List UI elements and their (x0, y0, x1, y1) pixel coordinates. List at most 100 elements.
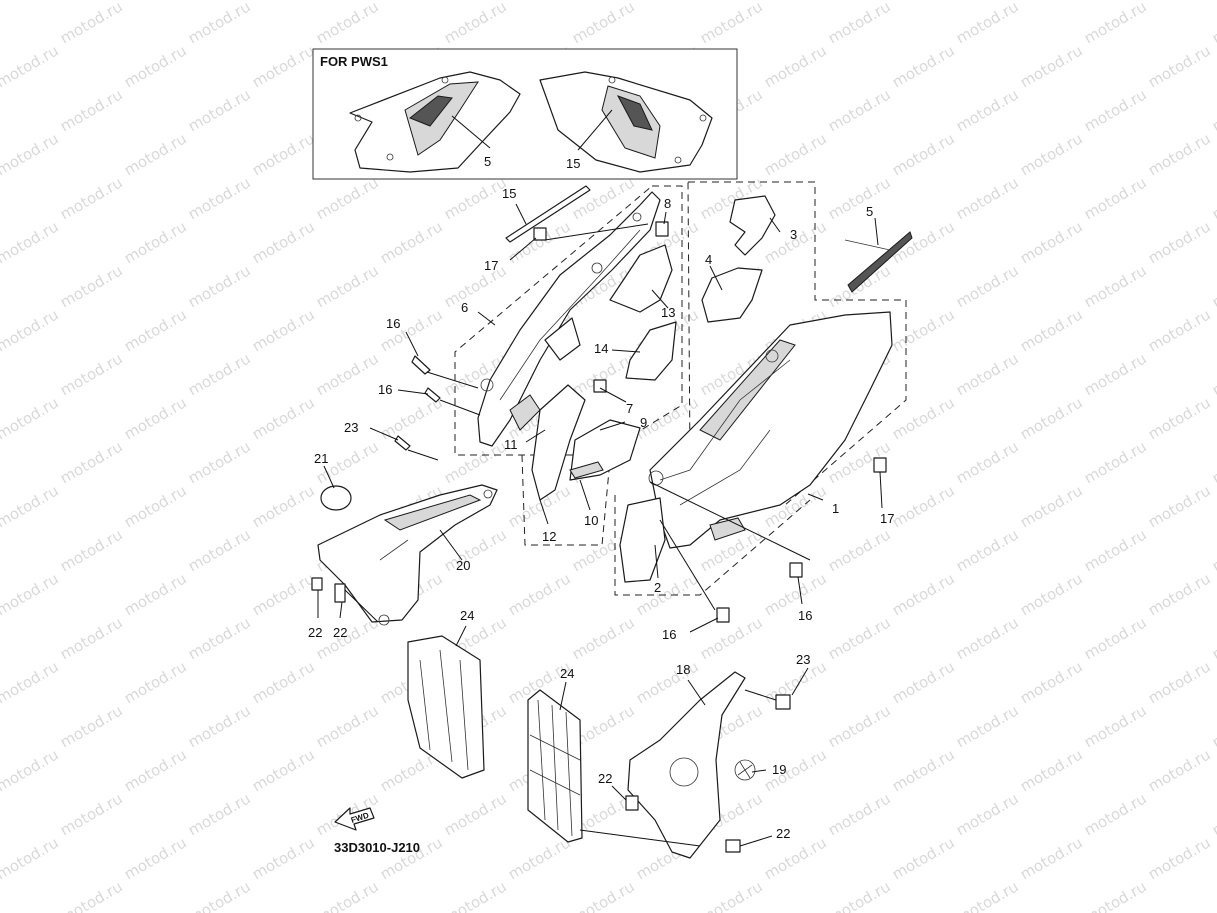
watermark-text: motod.ru (441, 525, 510, 575)
watermark-text: motod.ru (249, 41, 318, 91)
radiator-louver-24a (407, 635, 485, 779)
bolt-7 (593, 379, 607, 393)
callout-15: 15 (502, 186, 516, 201)
callout-24-a: 24 (460, 608, 474, 623)
watermark-text: motod.ru (313, 0, 382, 47)
watermark-text: motod.ru (825, 613, 894, 663)
watermark-text: motod.ru (825, 701, 894, 751)
watermark-text: motod.ru (761, 0, 830, 3)
diagram-code: 33D3010-J210 (334, 840, 420, 855)
bolts (311, 221, 887, 853)
bolt-16-lower (716, 607, 730, 623)
watermark-text: motod.ru (249, 569, 318, 619)
watermark-text: motod.ru (441, 261, 510, 311)
watermark-text: motod.ru (441, 877, 510, 913)
watermark-text: motod.ru (953, 349, 1022, 399)
watermark-text: motod.ru (1081, 789, 1150, 839)
callout-14: 14 (594, 341, 608, 356)
watermark-text: motod.ru (1081, 349, 1150, 399)
watermark-text: motod.ru (1081, 701, 1150, 751)
watermark-text: motod.ru (569, 613, 638, 663)
watermark-text: motod.ru (1017, 393, 1086, 443)
callout-24-b: 24 (560, 666, 574, 681)
callout-11: 11 (504, 437, 518, 452)
watermark-text: motod.ru (57, 349, 126, 399)
watermark-text: motod.ru (121, 481, 190, 531)
watermark-text: motod.ru (57, 0, 126, 47)
watermark-text: motod.ru (1209, 525, 1217, 575)
watermark-text: motod.ru (505, 569, 574, 619)
decal-4 (701, 267, 763, 323)
watermark-text: motod.ru (953, 173, 1022, 223)
inset-decal-right (539, 71, 713, 173)
watermark-text: motod.ru (185, 437, 254, 487)
watermark-text: motod.ru (1209, 261, 1217, 311)
watermark-text: motod.ru (1081, 173, 1150, 223)
bolt-16-mid (424, 387, 481, 416)
bolt-16-right (789, 562, 803, 578)
watermark-text: motod.ru (761, 833, 830, 883)
watermark-text: motod.ru (57, 85, 126, 135)
watermark-text: motod.ru (121, 41, 190, 91)
watermark-text: motod.ru (0, 129, 62, 179)
watermark-text: motod.ru (889, 305, 958, 355)
callout-22-c: 22 (598, 771, 612, 786)
bolt-22-c (625, 795, 639, 811)
watermark-text: motod.ru (249, 481, 318, 531)
watermark-text: motod.ru (825, 0, 894, 47)
watermark-text: motod.ru (313, 877, 382, 913)
front-cover-20 (317, 484, 498, 626)
bolt-22-b (334, 583, 346, 603)
inset-pws1: FOR PWS1 5 15 (312, 48, 738, 180)
watermark-text: motod.ru (1017, 129, 1086, 179)
watermark-text: motod.ru (0, 833, 62, 883)
watermark-text: motod.ru (1145, 393, 1214, 443)
strip-5 (844, 231, 913, 293)
watermark-text: motod.ru (1209, 701, 1217, 751)
watermark-text: motod.ru (761, 129, 830, 179)
watermark-text: motod.ru (249, 745, 318, 795)
watermark-text: motod.ru (57, 701, 126, 751)
decal-14 (625, 321, 677, 381)
watermark-text: motod.ru (57, 261, 126, 311)
inset-decal-left (349, 71, 521, 173)
watermark-text: motod.ru (697, 0, 766, 47)
watermark-text: motod.ru (121, 305, 190, 355)
callout-12: 12 (542, 529, 556, 544)
watermark-text: motod.ru (0, 217, 62, 267)
watermark-text: motod.ru (57, 173, 126, 223)
watermark-text: motod.ru (825, 173, 894, 223)
callout-7: 7 (626, 401, 633, 416)
watermark-text: motod.ru (377, 0, 446, 3)
watermark-text: motod.ru (889, 657, 958, 707)
watermark-text: motod.ru (1017, 305, 1086, 355)
callout-21: 21 (314, 451, 328, 466)
watermark-text: motod.ru (1145, 569, 1214, 619)
watermark-text: motod.ru (249, 217, 318, 267)
watermark-text: motod.ru (761, 217, 830, 267)
watermark-text: motod.ru (761, 41, 830, 91)
watermark-text: motod.ru (185, 701, 254, 751)
callout-17-upper: 17 (484, 258, 498, 273)
watermark-text: motod.ru (953, 701, 1022, 751)
watermark-text: motod.ru (0, 0, 62, 3)
watermark-text: motod.ru (185, 85, 254, 135)
watermark-text: motod.ru (377, 217, 446, 267)
watermark-text: motod.ru (889, 745, 958, 795)
watermark-text: motod.ru (313, 349, 382, 399)
watermark-text: motod.ru (57, 525, 126, 575)
callout-19: 19 (772, 762, 786, 777)
watermark-text: motod.ru (1017, 569, 1086, 619)
watermark-text: motod.ru (825, 789, 894, 839)
callout-1: 1 (832, 501, 839, 516)
watermark-text: motod.ru (1145, 217, 1214, 267)
watermark-text: motod.ru (1145, 745, 1214, 795)
watermark-text: motod.ru (1145, 129, 1214, 179)
callout-23-lower: 23 (796, 652, 810, 667)
watermark-text: motod.ru (1017, 745, 1086, 795)
watermark-text: motod.ru (0, 393, 62, 443)
bolt-23-lower (744, 689, 791, 710)
side-cover-right (648, 311, 893, 549)
watermark-text: motod.ru (889, 393, 958, 443)
watermark-text: motod.ru (0, 305, 62, 355)
